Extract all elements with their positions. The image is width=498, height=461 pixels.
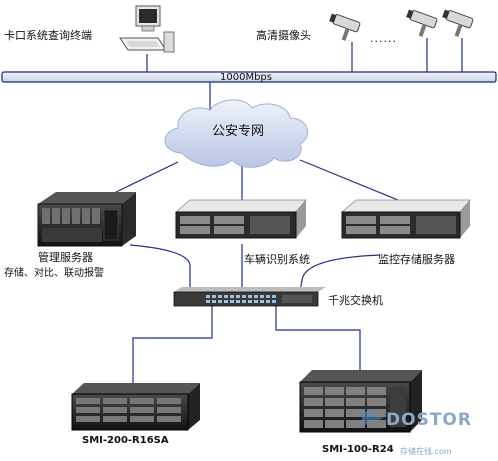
management-server-desc: 存储、对比、联动报警	[4, 268, 104, 279]
management-server-label: 管理服务器	[38, 251, 93, 264]
camera-ellipsis: ......	[370, 32, 397, 45]
police-network-label: 公安专网	[212, 124, 265, 139]
connection-lines	[111, 38, 463, 383]
watermark-brand: DOSTOR	[386, 410, 472, 430]
management-server-icon	[37, 192, 136, 247]
hd-camera-label: 高清摄像头	[256, 29, 311, 42]
storage-array-right-icon	[299, 370, 422, 433]
vehicle-recognition-server-icon	[174, 199, 307, 239]
monitor-storage-server-icon	[340, 199, 471, 239]
bus-speed-label: 1000Mbps	[220, 72, 272, 83]
gigabit-switch-icon	[173, 287, 326, 307]
camera-icon	[406, 9, 438, 37]
computer-terminal-icon	[119, 5, 175, 53]
watermark-logo-icon	[362, 410, 384, 426]
police-network-cloud	[164, 99, 309, 168]
camera-icon	[442, 9, 474, 37]
network-bus	[1, 71, 497, 83]
storage-left-label: SMI-200-R16SA	[82, 435, 169, 446]
checkpoint-terminal-label: 卡口系统查询终端	[4, 29, 92, 42]
vehicle-recognition-label: 车辆识别系统	[244, 253, 310, 266]
gigabit-switch-label: 千兆交换机	[328, 294, 383, 307]
watermark-subtitle: 存储在线.com	[400, 447, 452, 456]
monitor-storage-server-label: 监控存储服务器	[378, 253, 455, 266]
camera-icon	[329, 13, 361, 41]
storage-right-label: SMI-100-R24	[322, 444, 394, 455]
storage-array-left-icon	[71, 383, 200, 431]
